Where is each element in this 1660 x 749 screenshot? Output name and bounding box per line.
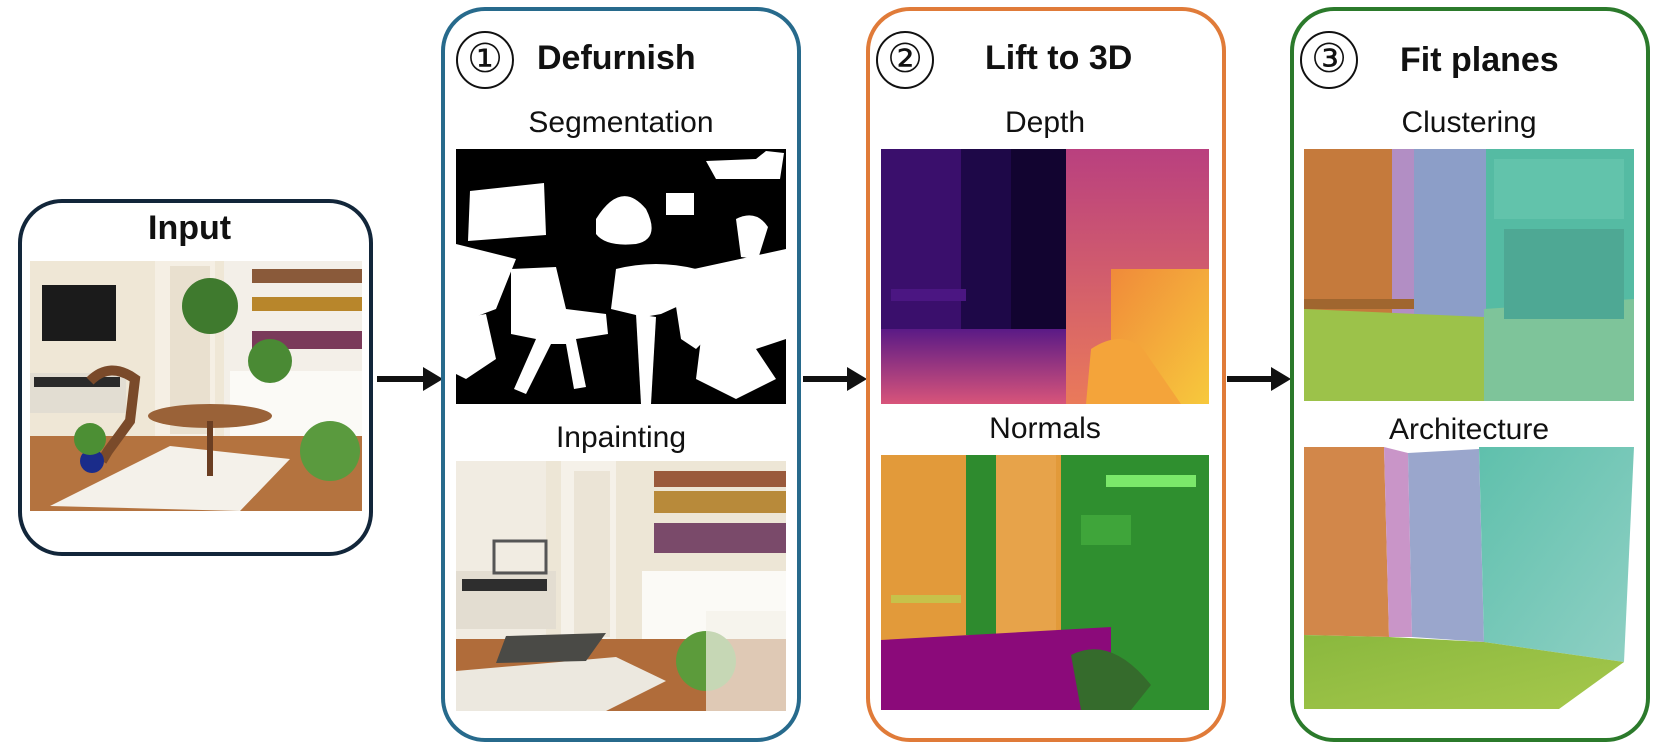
stage-number-1: ① [456, 31, 514, 89]
inpainting-image [456, 461, 786, 711]
normals-map [881, 455, 1209, 710]
clustering-label: Clustering [1401, 106, 1537, 139]
architecture-planes [1304, 447, 1634, 709]
depth-label: Depth [1004, 106, 1086, 139]
lift-to-3d-title: Lift to 3D [985, 39, 1133, 77]
segmentation-mask [456, 149, 786, 404]
arrow-lift-to-fit [1227, 367, 1291, 391]
stage-number-3: ③ [1300, 31, 1358, 89]
arrow-defurnish-to-lift [803, 367, 867, 391]
normals-label: Normals [989, 412, 1101, 445]
architecture-label: Architecture [1388, 413, 1550, 446]
inpainting-label: Inpainting [555, 421, 687, 454]
segmentation-label: Segmentation [528, 106, 714, 139]
depth-map [881, 149, 1209, 404]
fit-planes-title: Fit planes [1400, 41, 1559, 79]
input-title: Input [148, 209, 232, 247]
clustering-map [1304, 149, 1634, 401]
defurnish-title: Defurnish [537, 39, 696, 77]
stage-number-2: ② [876, 31, 934, 89]
arrow-input-to-defurnish [377, 367, 443, 391]
input-photo [30, 261, 362, 511]
